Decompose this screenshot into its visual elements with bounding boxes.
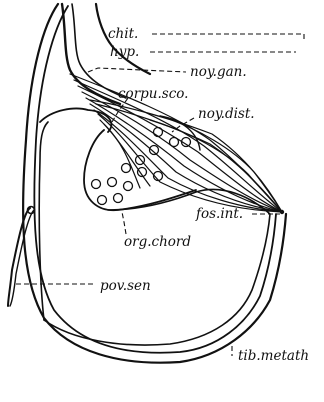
- scolopale-cell: [170, 138, 179, 147]
- scolopale-cell: [136, 156, 145, 165]
- inner-cavity-wall: [39, 109, 270, 346]
- leader-noy-gan: [88, 68, 186, 72]
- label-fos-int: fos.int.: [195, 206, 243, 222]
- tibia-outer-wall: [23, 4, 286, 363]
- label-noy-gan: noy.gan.: [190, 64, 247, 80]
- label-noy-dist: noy.dist.: [198, 106, 255, 122]
- label-hyp: hyp.: [110, 44, 139, 60]
- leader-org-chord: [122, 212, 126, 234]
- scolopale-cell: [98, 196, 107, 205]
- scolopale-cells: [92, 128, 191, 205]
- scolopale-cell: [122, 164, 131, 173]
- label-corpu-sco: corpu.sco.: [118, 86, 188, 102]
- label-chit: chit.: [108, 26, 138, 42]
- label-org-chord: org.chord: [124, 234, 191, 250]
- scolopale-cell: [108, 178, 117, 187]
- scolopale-cell: [154, 128, 163, 137]
- leader-chit: [152, 34, 304, 40]
- label-tib-metath: tib.metath: [238, 348, 309, 364]
- scolopale-cell: [92, 180, 101, 189]
- sensory-hair: [8, 207, 35, 307]
- label-pov-sen: pov.sen: [100, 278, 151, 294]
- scolopale-cell: [114, 194, 123, 203]
- fossa-point: [280, 210, 284, 214]
- scolopale-cell: [124, 182, 133, 191]
